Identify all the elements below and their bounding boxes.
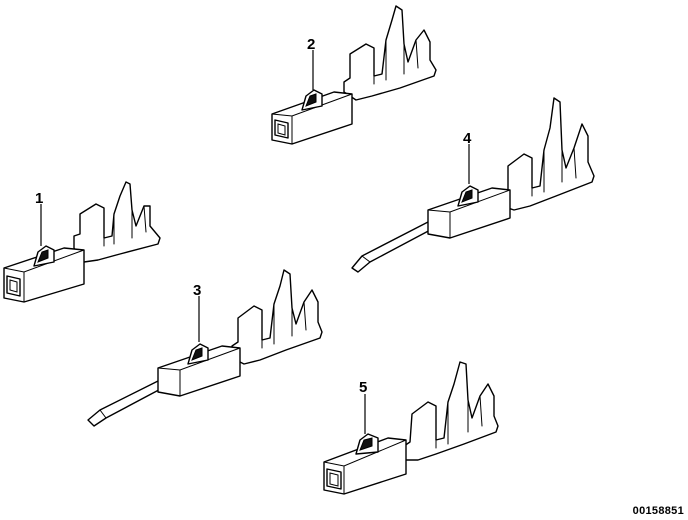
- terminal-part-1: [3, 181, 161, 303]
- diagram-id-number: 00158851: [632, 505, 684, 517]
- callout-label-5: 5: [359, 379, 367, 396]
- callout-label-2: 2: [307, 36, 315, 53]
- callout-label-4: 4: [463, 130, 472, 147]
- terminal-part-4: [351, 97, 595, 273]
- callout-label-3: 3: [193, 282, 201, 299]
- terminal-part-5: [323, 361, 499, 495]
- terminal-part-2: [271, 5, 437, 145]
- terminal-part-3: [87, 269, 323, 427]
- callout-label-1: 1: [35, 190, 43, 207]
